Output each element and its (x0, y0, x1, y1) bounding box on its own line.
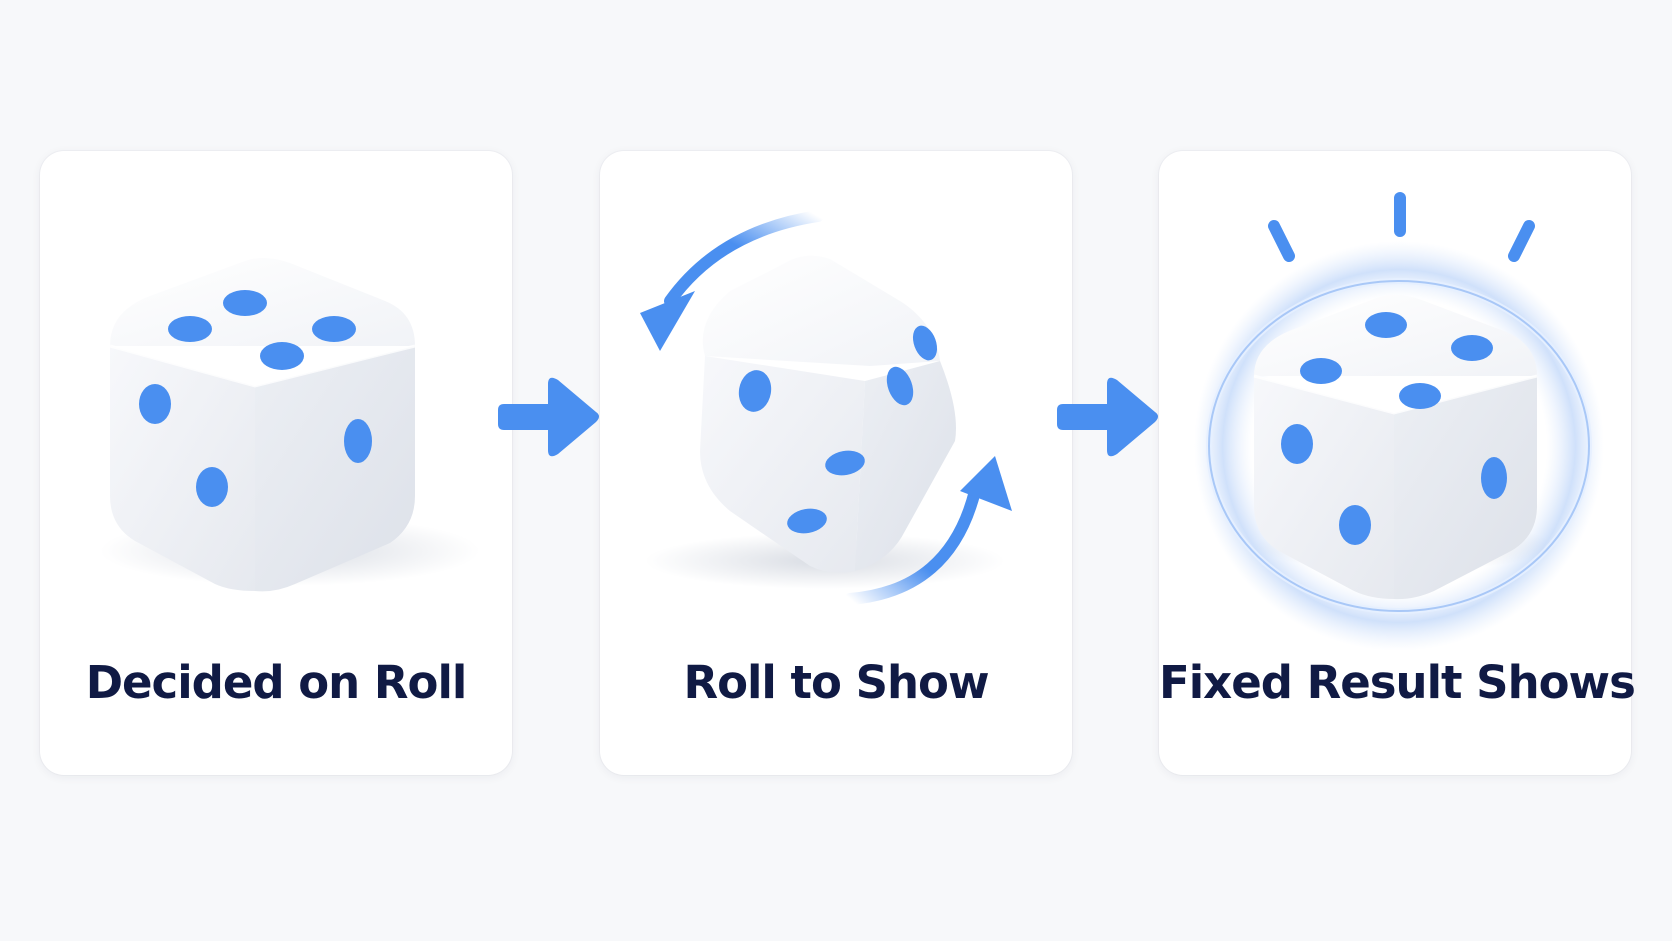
step-card-decided: Decided on Roll (40, 151, 512, 775)
sparkle-icon (1268, 192, 1535, 262)
step-label: Decided on Roll (85, 656, 468, 709)
step-label: Roll to Show (683, 656, 989, 709)
right-arrow-icon (498, 377, 599, 457)
die-icon (100, 257, 480, 592)
right-arrow-icon (1057, 377, 1158, 457)
step-card-result: Fixed Result Shows (1159, 151, 1636, 775)
rolling-die-icon (640, 210, 1012, 605)
step-card-roll: Roll to Show (600, 151, 1072, 775)
glowing-die-icon (1194, 192, 1604, 651)
step-label: Fixed Result Shows (1159, 656, 1636, 709)
